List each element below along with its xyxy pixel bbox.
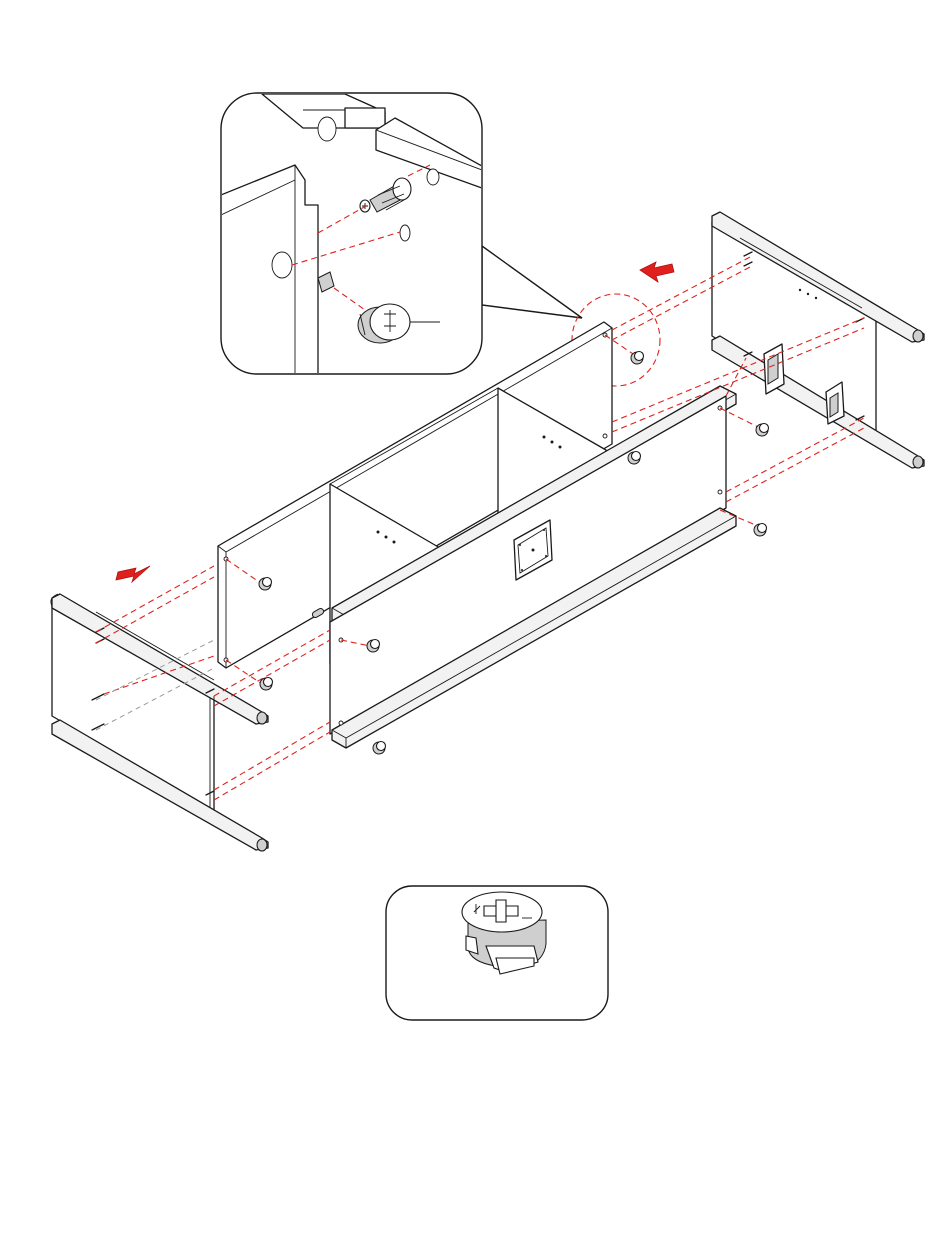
cam-lock	[754, 524, 767, 537]
detail-zoom-inset	[221, 93, 582, 374]
cam-lock	[756, 424, 769, 437]
direction-arrow-icon	[116, 566, 150, 582]
direction-arrow-icon	[640, 262, 674, 282]
cam-lock	[259, 578, 272, 591]
cam-lock	[260, 678, 273, 691]
cam-lock	[631, 352, 644, 365]
right-leg-frame	[712, 212, 924, 468]
cam-lock	[628, 452, 641, 465]
cam-lock	[373, 742, 386, 755]
cam-lock-inset	[386, 886, 608, 1020]
cam-lock	[367, 640, 380, 653]
inset-pointer	[482, 246, 582, 318]
